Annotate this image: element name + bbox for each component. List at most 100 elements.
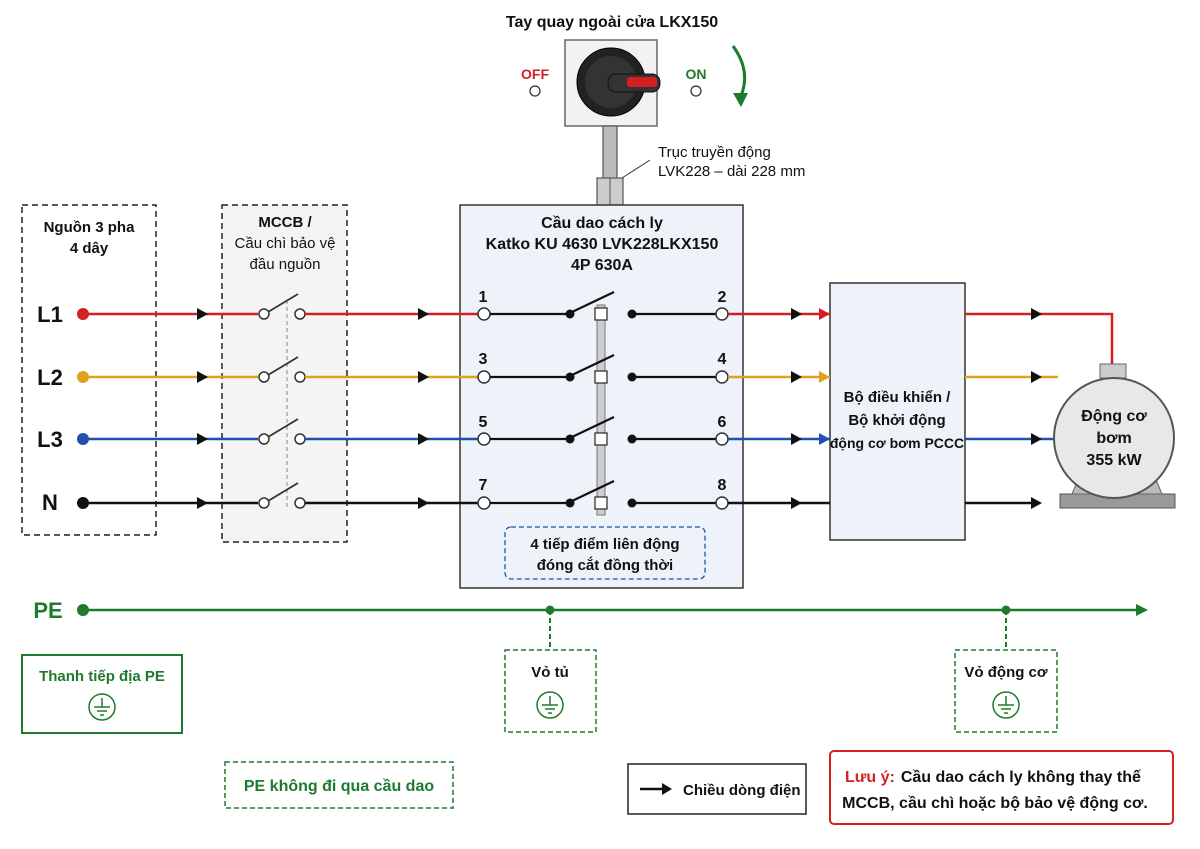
legend-current-label: Chiều dòng điện: [683, 782, 801, 799]
warning-note-line1: Lưu ý: Cầu dao cách ly không thay thế: [845, 769, 1141, 786]
mccb-contact-in-l1: [258, 308, 270, 320]
wire-l1-motor: [965, 312, 1114, 364]
current-arrow-n-4: [1031, 497, 1042, 509]
mccb-title-3: đầu nguồn: [250, 256, 321, 273]
terminal-1: 1: [479, 289, 488, 306]
isolator-blade-l1: [571, 291, 615, 313]
source-title-1: Nguồn 3 pha: [44, 219, 135, 236]
source-box: [21, 204, 157, 536]
current-arrow-l1-4: [1031, 308, 1042, 320]
current-arrow-l3-2: [418, 433, 429, 445]
arrow-right-icon: [662, 783, 672, 795]
pe-note-text: PE không đi qua cầu dao: [244, 778, 434, 795]
motor-label-1: Động cơ: [1081, 408, 1147, 425]
controller-title-3: động cơ bơm PCCC: [830, 435, 964, 451]
mccb-contact-out-l2: [294, 371, 306, 383]
isolator-title-1: Cầu dao cách ly: [541, 215, 663, 232]
motor-label-2: bơm: [1096, 430, 1131, 447]
current-arrow-l1-3: [791, 308, 802, 320]
contacts-note-1: 4 tiếp điểm liên động: [530, 536, 679, 553]
isolator-terminal-out-l1: [715, 307, 729, 321]
terminal-5: 5: [479, 414, 488, 431]
isolator-terminal-in-l1: [477, 307, 491, 321]
current-arrow-n-1: [197, 497, 208, 509]
mccb-contact-in-n: [258, 497, 270, 509]
warning-note-box: [829, 750, 1174, 825]
motor-body: [1053, 377, 1175, 499]
source-title-2: 4 dây: [70, 240, 109, 257]
phase-label-l3: L3: [37, 427, 63, 452]
current-arrow-l2-1: [197, 371, 208, 383]
motor-terminal-box: [1099, 363, 1127, 379]
handle-on-dot: [690, 85, 702, 97]
current-arrow-l1-2: [418, 308, 429, 320]
phase-label-l2: L2: [37, 365, 63, 390]
shaft-label-1: Trục truyền động: [658, 144, 771, 161]
current-arrow-l1-1: [197, 308, 208, 320]
controller-inlet-l2: [819, 371, 830, 383]
pe-note-box: [224, 761, 454, 809]
current-arrow-l3-3: [791, 433, 802, 445]
motor-ground-box: [954, 649, 1058, 733]
phase-label-n: N: [42, 490, 58, 515]
mccb-contact-out-l3: [294, 433, 306, 445]
isolator-blade-l3: [571, 416, 615, 438]
mccb-contact-in-l2: [258, 371, 270, 383]
current-arrow-n-2: [418, 497, 429, 509]
current-arrow-l2-4: [1031, 371, 1042, 383]
ground-icon: [536, 691, 564, 719]
rotation-arrow-icon: [731, 45, 747, 99]
contacts-note-2: đóng cắt đồng thời: [537, 556, 673, 574]
current-arrow-l3-1: [197, 433, 208, 445]
terminal-7: 7: [479, 477, 488, 494]
cabinet-ground-box: [504, 649, 597, 733]
isolator-title-3: 4P 630A: [571, 257, 633, 274]
mccb-box: [221, 204, 348, 543]
terminal-2: 2: [718, 289, 727, 306]
motor-ground-label: Vỏ động cơ: [964, 664, 1047, 681]
isolator-link-l1: [594, 307, 608, 321]
terminal-3: 3: [479, 351, 488, 368]
mccb-blade-l3: [267, 418, 299, 438]
shaft-label-2: LVK228 – dài 228 mm: [658, 163, 805, 180]
motor-label-3: 355 kW: [1086, 452, 1142, 469]
mccb-blade-l1: [267, 293, 299, 313]
controller-box: [829, 282, 966, 541]
contacts-note-box: [504, 526, 706, 580]
isolator-terminal-out-l3: [715, 432, 729, 446]
mccb-title-2: Cầu chì bảo vệ: [235, 235, 336, 252]
current-arrow-l3-4: [1031, 433, 1042, 445]
isolator-terminal-out-n: [715, 496, 729, 510]
current-arrow-l2-3: [791, 371, 802, 383]
interlock-bar: [596, 304, 606, 516]
warning-note-text-2: MCCB, cầu chì hoặc bộ bảo vệ động cơ.: [842, 795, 1148, 812]
isolator-link-n: [594, 496, 608, 510]
isolator-blade-n: [571, 480, 615, 502]
ground-icon: [88, 693, 116, 721]
terminal-6: 6: [718, 414, 727, 431]
current-arrow-n-3: [791, 497, 802, 509]
isolator-link-l2: [594, 370, 608, 384]
current-arrow-l2-2: [418, 371, 429, 383]
isolator-terminal-in-l2: [477, 370, 491, 384]
pe-busbar-label: Thanh tiếp địa PE: [39, 668, 165, 685]
mccb-blade-l2: [267, 356, 299, 376]
terminal-8: 8: [718, 477, 727, 494]
isolator-terminal-out-l2: [715, 370, 729, 384]
mccb-blade-n: [267, 482, 299, 502]
warning-note-text-1: Cầu dao cách ly không thay thế: [901, 769, 1141, 786]
isolator-box: [459, 204, 744, 589]
ground-icon: [992, 691, 1020, 719]
mccb-contact-out-n: [294, 497, 306, 509]
phase-label-l1: L1: [37, 302, 63, 327]
controller-inlet-l1: [819, 308, 830, 320]
isolator-title-2: Katko KU 4630 LVK228LKX150: [486, 236, 719, 253]
handle-off-dot: [529, 85, 541, 97]
controller-title-1: Bộ điều khiển /: [844, 389, 952, 406]
isolator-link-l3: [594, 432, 608, 446]
terminal-4: 4: [718, 351, 727, 368]
warning-note-title: Lưu ý:: [845, 769, 895, 786]
mccb-contact-in-l3: [258, 433, 270, 445]
cabinet-ground-label: Vỏ tủ: [531, 664, 569, 681]
isolator-blade-l2: [571, 354, 615, 376]
